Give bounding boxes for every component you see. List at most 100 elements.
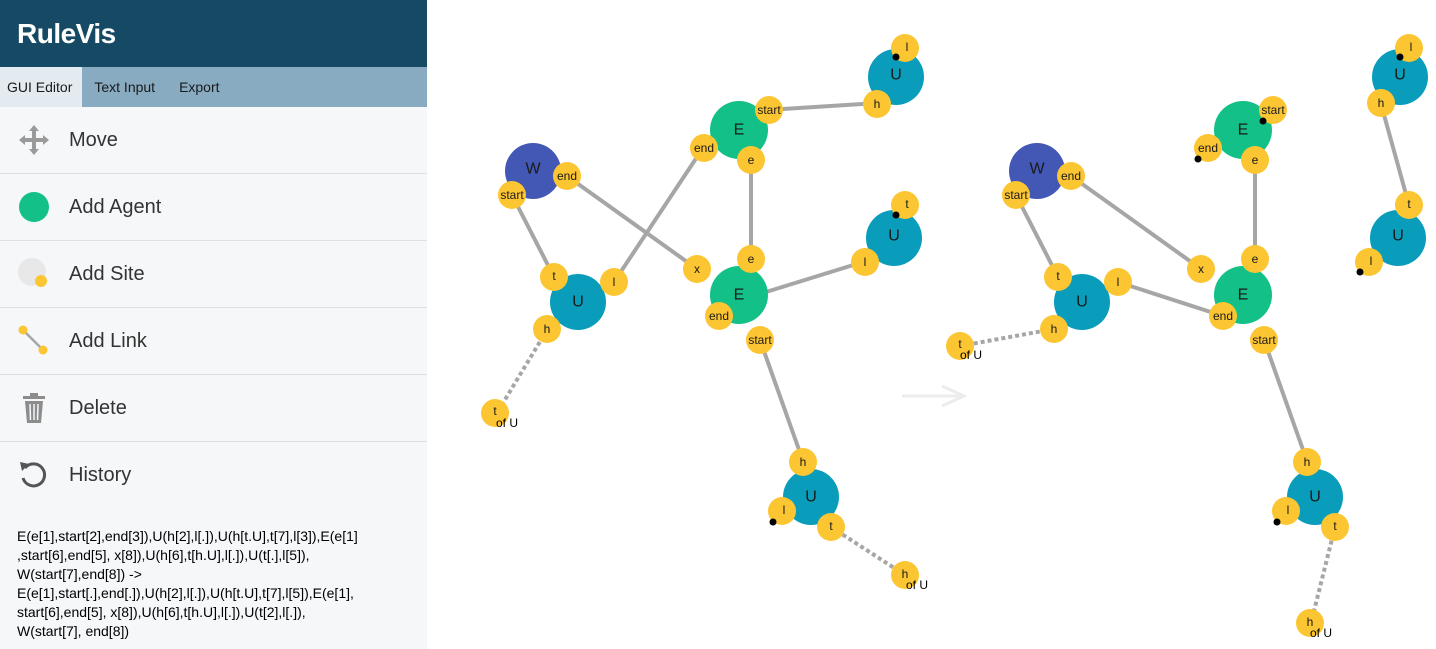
site-l[interactable]: l — [1272, 497, 1300, 526]
site-t-of-u[interactable]: tof U — [946, 332, 982, 362]
app-title: RuleVis — [17, 17, 116, 49]
agent-u-center-left[interactable]: U — [550, 274, 606, 330]
agent-u-bottom-left[interactable]: U — [783, 469, 839, 525]
svg-text:l: l — [1370, 254, 1373, 268]
history-tool-button[interactable]: History — [0, 442, 427, 508]
graph-canvas[interactable]: E U W U U E U start end e l h end start … — [427, 0, 1436, 649]
add-agent-tool-button[interactable]: Add Agent — [0, 174, 427, 241]
site-l[interactable]: l — [891, 34, 919, 62]
site-t[interactable]: t — [1044, 263, 1072, 291]
site-e[interactable]: e — [737, 245, 765, 273]
rule-expression-text: E(e[1],start[2],end[3]),U(h[2],l[.]),U(h… — [17, 528, 358, 639]
site-start[interactable]: start — [1002, 181, 1030, 209]
site-l[interactable]: l — [768, 497, 796, 526]
site-end[interactable]: end — [690, 134, 718, 162]
site-t[interactable]: t — [891, 191, 919, 219]
site-h[interactable]: h — [1293, 448, 1321, 476]
site-e[interactable]: e — [1241, 245, 1269, 273]
svg-text:h: h — [1307, 615, 1314, 629]
svg-text:t: t — [1407, 197, 1411, 211]
history-icon — [17, 458, 51, 492]
site-start[interactable]: start — [755, 96, 783, 124]
left-sites: start end e l h end start t l h t l x e … — [481, 34, 928, 592]
svg-text:U: U — [805, 489, 817, 506]
link — [959, 327, 1055, 348]
site-start[interactable]: start — [1250, 326, 1278, 354]
move-icon — [17, 123, 51, 157]
site-h-of-u[interactable]: hof U — [891, 561, 928, 592]
site-e[interactable]: e — [737, 146, 765, 174]
site-h-of-u[interactable]: hof U — [1296, 609, 1332, 640]
site-h[interactable]: h — [789, 448, 817, 476]
site-end[interactable]: end — [1057, 162, 1085, 190]
trash-icon — [17, 391, 51, 425]
link — [1379, 103, 1411, 206]
site-h[interactable]: h — [1367, 89, 1395, 117]
tab-bar: GUI Editor Text Input Export — [0, 67, 427, 107]
site-x[interactable]: x — [683, 255, 711, 283]
site-start[interactable]: start — [1259, 96, 1287, 125]
svg-text:U: U — [572, 294, 584, 311]
svg-text:of U: of U — [960, 348, 982, 362]
svg-text:h: h — [902, 567, 909, 581]
agent-u-bottom-right[interactable]: U — [1287, 469, 1343, 525]
link — [510, 194, 556, 278]
site-h[interactable]: h — [863, 90, 891, 118]
tool-label: Add Link — [69, 329, 147, 352]
site-t-of-u[interactable]: tof U — [481, 399, 518, 430]
add-link-tool-button[interactable]: Add Link — [0, 308, 427, 375]
site-h[interactable]: h — [1040, 315, 1068, 343]
svg-text:l: l — [864, 255, 867, 269]
tab-export[interactable]: Export — [179, 79, 220, 95]
rule-arrow-icon — [902, 384, 968, 408]
link-icon — [17, 324, 51, 358]
svg-text:end: end — [1198, 141, 1218, 155]
agent-u-right-left[interactable]: U — [866, 210, 922, 266]
move-tool-button[interactable]: Move — [0, 107, 427, 174]
add-site-tool-button[interactable]: Add Site — [0, 241, 427, 308]
agent-u-right-far[interactable]: U — [1370, 210, 1426, 266]
agent-e-top-left[interactable]: E — [710, 101, 768, 159]
svg-text:start: start — [748, 333, 772, 347]
svg-text:t: t — [1056, 269, 1060, 283]
site-end[interactable]: end — [705, 302, 733, 330]
site-end[interactable]: end — [1209, 302, 1237, 330]
link — [612, 146, 705, 284]
site-h[interactable]: h — [533, 315, 561, 343]
agent-icon — [17, 190, 51, 224]
site-start[interactable]: start — [498, 181, 526, 209]
site-t[interactable]: t — [817, 513, 845, 541]
agent-u-center-right[interactable]: U — [1054, 274, 1110, 330]
tab-gui-editor[interactable]: GUI Editor — [0, 67, 83, 107]
site-l[interactable]: l — [1355, 248, 1383, 276]
site-l[interactable]: l — [1104, 268, 1132, 296]
site-icon — [17, 257, 51, 291]
site-end[interactable]: end — [553, 162, 581, 190]
svg-text:end: end — [709, 309, 729, 323]
svg-text:of U: of U — [906, 578, 928, 592]
site-start[interactable]: start — [746, 326, 774, 354]
site-t[interactable]: t — [540, 263, 568, 291]
tab-text-input[interactable]: Text Input — [94, 79, 156, 95]
svg-text:x: x — [694, 262, 700, 276]
delete-tool-button[interactable]: Delete — [0, 375, 427, 442]
site-e[interactable]: e — [1241, 146, 1269, 174]
agent-e-top-right[interactable]: E — [1214, 101, 1272, 159]
site-t[interactable]: t — [1321, 513, 1349, 541]
svg-text:E: E — [1238, 122, 1249, 139]
svg-text:W: W — [525, 161, 541, 178]
svg-text:h: h — [1051, 322, 1058, 336]
site-l[interactable]: l — [1395, 34, 1423, 62]
svg-text:l: l — [906, 40, 909, 54]
link — [829, 525, 907, 577]
left-links — [495, 101, 907, 577]
site-x[interactable]: x — [1187, 255, 1215, 283]
site-l[interactable]: l — [600, 268, 628, 296]
svg-text:l: l — [1287, 503, 1290, 517]
site-t[interactable]: t — [1395, 191, 1423, 219]
svg-text:e: e — [748, 153, 755, 167]
svg-text:U: U — [1392, 228, 1404, 245]
svg-text:h: h — [1304, 455, 1311, 469]
site-l[interactable]: l — [851, 248, 879, 276]
site-end[interactable]: end — [1194, 134, 1222, 163]
